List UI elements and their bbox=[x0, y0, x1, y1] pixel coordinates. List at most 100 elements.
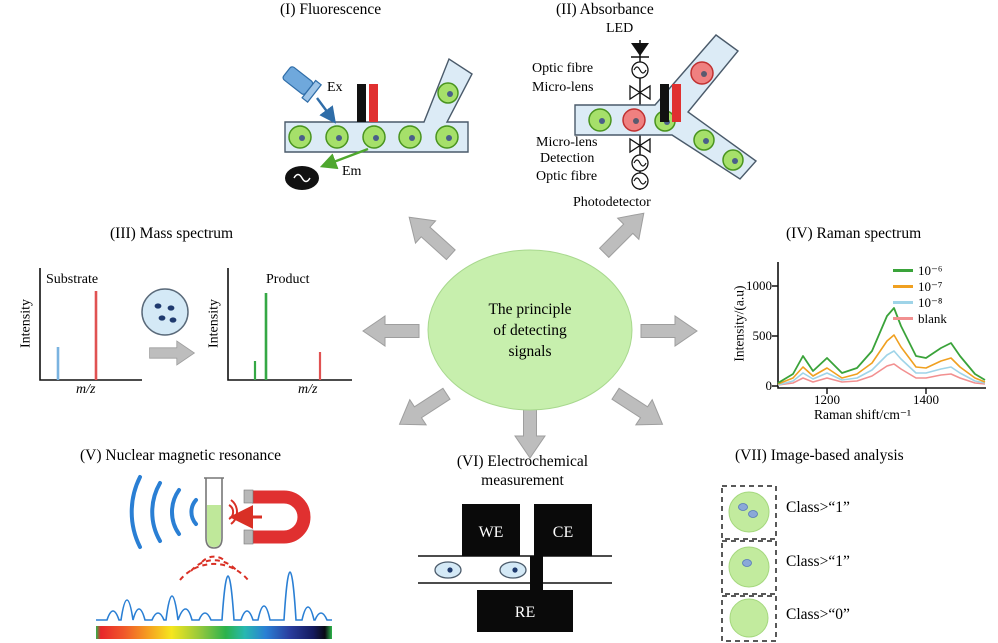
filter-bar-red bbox=[369, 84, 378, 122]
cell bbox=[728, 491, 770, 533]
cell bbox=[398, 125, 422, 149]
raman-figure bbox=[772, 262, 986, 394]
nmr-spectrum-trace bbox=[96, 571, 332, 621]
cell bbox=[588, 108, 612, 132]
electrochemical-title-line2: measurement bbox=[481, 472, 564, 489]
class-label-1: Class>“1” bbox=[786, 499, 850, 516]
electrochemical-figure: WE CE RE bbox=[418, 504, 612, 632]
ce-label: CE bbox=[553, 524, 573, 541]
em-label: Em bbox=[342, 164, 362, 179]
mass-spectrum-title: (III) Mass spectrum bbox=[110, 225, 234, 242]
raman-legend: 10⁻⁶ 10⁻⁷ 10⁻⁸ blank bbox=[893, 263, 947, 326]
legend-line-orange bbox=[893, 285, 913, 288]
emission-dashed-arcs-icon bbox=[179, 555, 249, 581]
cell bbox=[434, 561, 462, 579]
substrate-ylabel: Intensity bbox=[18, 299, 34, 348]
arrow-left bbox=[362, 315, 420, 347]
raman-ticks bbox=[772, 285, 927, 394]
reference-electrode bbox=[477, 590, 573, 632]
photodetector-label: Photodetector bbox=[573, 195, 651, 210]
class-label-3: Class>“0” bbox=[786, 606, 850, 623]
excitation-beam-arrow bbox=[316, 97, 336, 124]
cell bbox=[499, 561, 527, 579]
optic-fibre-bottom-label: Optic fibre bbox=[536, 169, 598, 184]
filter-bar-red bbox=[672, 84, 681, 122]
arrow-up-left bbox=[398, 205, 462, 267]
cell bbox=[325, 125, 349, 149]
center-caption-line1: The principle bbox=[488, 301, 572, 318]
led-label: LED bbox=[606, 21, 634, 36]
micro-lens-icon bbox=[629, 84, 651, 101]
cell bbox=[729, 598, 769, 638]
legend-item: blank bbox=[893, 311, 947, 326]
optic-fibre-top-label: Optic fibre bbox=[532, 61, 594, 76]
product-axes bbox=[227, 268, 352, 381]
absorbance-figure bbox=[574, 34, 758, 190]
electrochemical-title: (VI) Electrochemical measurement bbox=[430, 452, 615, 490]
absorbance-title: (II) Absorbance bbox=[556, 1, 654, 18]
cell bbox=[722, 149, 744, 171]
micro-lens-bottom-label: Micro-lens bbox=[536, 135, 598, 150]
fluorescence-title: (I) Fluorescence bbox=[280, 1, 382, 18]
legend-line-pink bbox=[893, 317, 913, 320]
product-label: Product bbox=[266, 272, 310, 287]
micro-lens-top-label: Micro-lens bbox=[532, 80, 594, 95]
working-electrode bbox=[462, 504, 520, 556]
optic-fibre-icon bbox=[631, 61, 649, 79]
raman-xtick-1400: 1400 bbox=[913, 392, 939, 407]
led-icon bbox=[631, 43, 649, 58]
cell bbox=[622, 108, 646, 132]
raman-curve-1e-8 bbox=[777, 350, 986, 386]
reaction-arrow bbox=[149, 340, 195, 366]
substrate-axes bbox=[39, 268, 142, 381]
emission-detector-icon bbox=[285, 166, 319, 190]
arrow-up-right bbox=[593, 202, 655, 264]
center-ellipse bbox=[427, 249, 633, 411]
excitation-source-icon bbox=[282, 66, 323, 103]
substrate-xlabel: m/z bbox=[76, 382, 96, 397]
magnet-icon bbox=[243, 489, 311, 545]
legend-label: 10⁻⁸ bbox=[918, 294, 943, 310]
counter-electrode bbox=[534, 504, 592, 556]
arrow-down-left bbox=[390, 380, 456, 438]
re-label: RE bbox=[515, 604, 535, 621]
mass-spectrum-figure bbox=[39, 268, 352, 381]
center-caption-line3: signals bbox=[508, 343, 552, 360]
legend-item: 10⁻⁸ bbox=[893, 295, 947, 310]
raman-axes bbox=[777, 262, 986, 389]
raman-ytick-500: 500 bbox=[752, 328, 773, 343]
raman-title: (IV) Raman spectrum bbox=[786, 225, 922, 242]
raman-ytick-0: 0 bbox=[765, 378, 773, 393]
center-caption: The principle of detecting signals bbox=[441, 299, 619, 362]
raman-curve-1e-7 bbox=[777, 334, 986, 385]
arrow-down-right bbox=[606, 380, 672, 438]
electrochemical-title-line1: (VI) Electrochemical bbox=[456, 453, 589, 470]
radio-waves-icon bbox=[129, 475, 198, 549]
nmr-figure bbox=[96, 475, 332, 639]
droplet-cell-icon bbox=[141, 288, 189, 336]
class-label-2: Class>“1” bbox=[786, 553, 850, 570]
legend-item: 10⁻⁷ bbox=[893, 279, 947, 294]
raman-curve-1e-6 bbox=[777, 307, 986, 384]
raman-curve-blank bbox=[777, 363, 986, 386]
product-xlabel: m/z bbox=[298, 382, 318, 397]
emission-beam-arrow bbox=[319, 147, 369, 170]
raman-ytick-1000: 1000 bbox=[746, 278, 772, 293]
we-label: WE bbox=[479, 524, 504, 541]
detection-label: Detection bbox=[540, 151, 595, 166]
legend-line-lightblue bbox=[893, 301, 913, 304]
detection-icon bbox=[631, 154, 649, 172]
legend-line-green bbox=[893, 269, 913, 272]
cell bbox=[435, 125, 459, 149]
micro-lens-icon bbox=[629, 137, 651, 154]
cell bbox=[288, 125, 312, 149]
raman-xlabel: Raman shift/cm⁻¹ bbox=[813, 407, 912, 422]
legend-label: 10⁻⁶ bbox=[918, 262, 943, 278]
electrode-stem bbox=[530, 556, 543, 592]
center-caption-line2: of detecting bbox=[493, 322, 567, 339]
cell bbox=[362, 125, 386, 149]
cell bbox=[728, 546, 770, 588]
substrate-label: Substrate bbox=[46, 272, 99, 287]
